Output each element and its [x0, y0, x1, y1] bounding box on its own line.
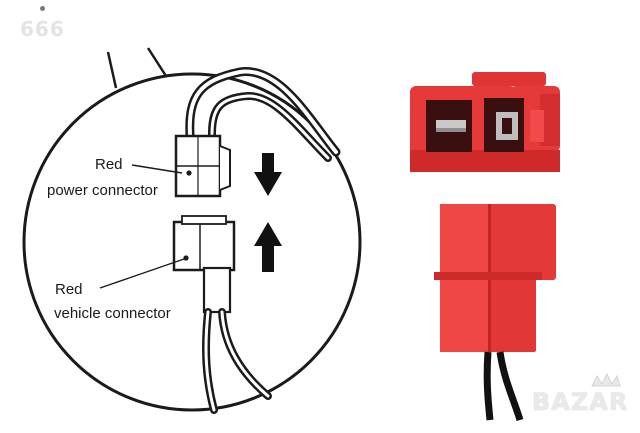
red-connector-side-view	[434, 204, 556, 422]
connector-diagram	[22, 47, 362, 414]
power-connector-drawing	[174, 134, 231, 198]
wire-upper-right	[146, 47, 168, 77]
red-connector-end-view	[410, 72, 560, 172]
crown-icon	[591, 372, 621, 387]
watermark-top-text: 666	[20, 17, 65, 41]
vehicle-connector-label-line1: Red	[55, 281, 83, 298]
vehicle-connector-drawing	[172, 215, 236, 314]
pointer-vehicle	[99, 258, 185, 289]
bazar-logo-text: BAZAR	[532, 388, 629, 416]
power-connector-label-line1: Red	[95, 156, 123, 173]
arrow-up-icon	[254, 222, 282, 272]
vehicle-connector-label-line2: vehicle connector	[54, 305, 171, 322]
watermark-dot	[40, 6, 45, 11]
bazar-logo	[591, 372, 621, 387]
power-connector-label-line2: power connector	[47, 182, 158, 199]
pointer-power	[131, 164, 183, 174]
wire-upper-left	[106, 51, 118, 89]
arrow-down-icon	[254, 153, 282, 196]
